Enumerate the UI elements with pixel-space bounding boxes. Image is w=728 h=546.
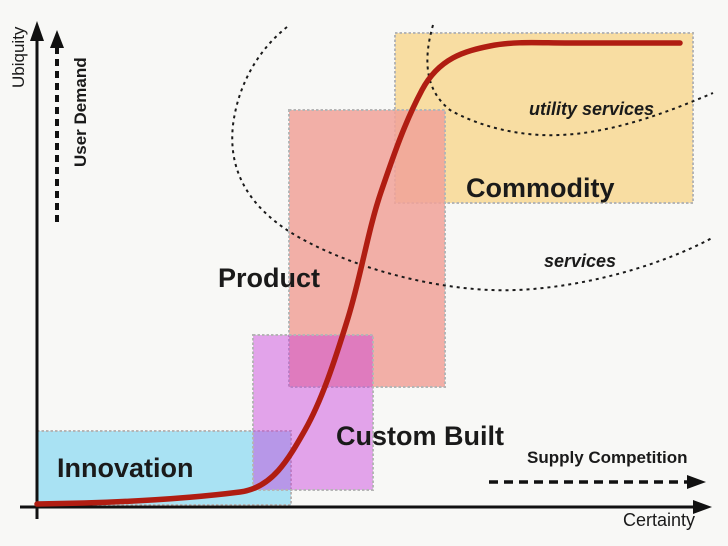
x-axis-arrowhead-icon [693, 500, 712, 514]
supply-competition-arrowhead-icon [687, 475, 706, 489]
certainty-axis-label: Certainty [623, 510, 696, 530]
evolution-s-curve [34, 39, 683, 507]
utility-services-arc [426, 24, 714, 137]
user-demand-label: User Demand [71, 57, 90, 167]
product-label: Product [218, 263, 321, 293]
user-demand-arrowhead-icon [50, 30, 64, 48]
commodity-label: Commodity [466, 173, 615, 203]
services-arc [231, 26, 713, 292]
ubiquity-axis-label: Ubiquity [9, 26, 28, 88]
utility-services-label: utility services [529, 99, 655, 119]
custom-built-label: Custom Built [336, 421, 504, 451]
y-axis-arrowhead-icon [30, 21, 44, 41]
supply-competition-label: Supply Competition [527, 448, 688, 467]
services-label: services [544, 251, 617, 271]
innovation-label: Innovation [57, 453, 194, 483]
